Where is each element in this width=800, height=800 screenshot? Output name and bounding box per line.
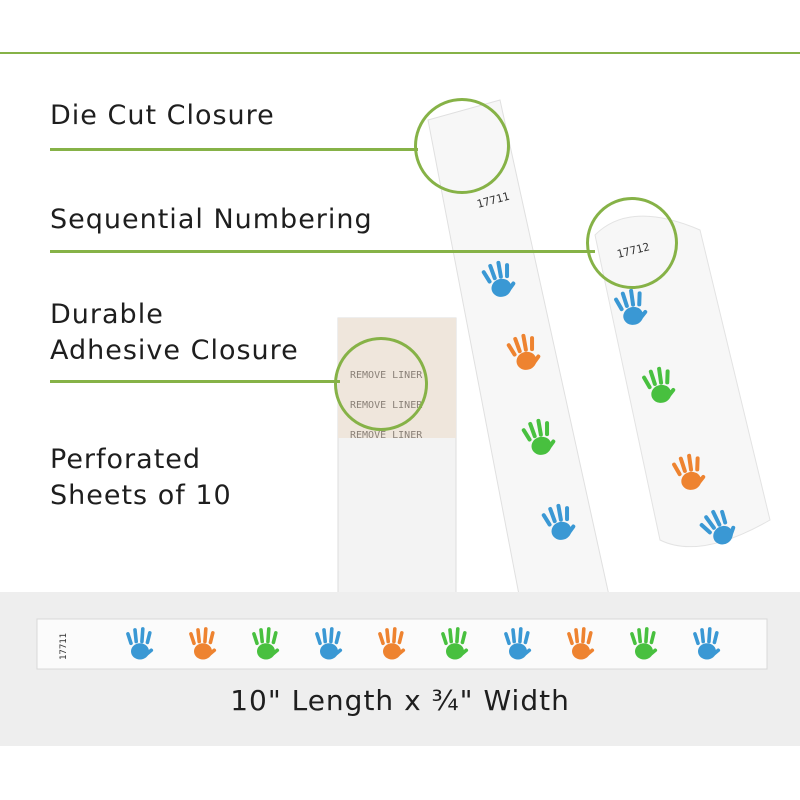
feature-adhesive-closure-label: Adhesive Closure	[50, 335, 299, 366]
die-cut-pointer-line	[50, 148, 418, 151]
dimension-panel	[0, 592, 800, 746]
feature-perforated-line2: Sheets of 10	[50, 478, 232, 514]
feature-sheets-label: Sheets of 10	[50, 480, 232, 511]
feature-die-cut-closure: Die Cut Closure	[50, 98, 275, 134]
liner-text-3: REMOVE LINER	[350, 430, 423, 441]
die-cut-callout-circle	[414, 98, 510, 194]
feature-durable-adhesive-line1: Durable	[50, 297, 164, 333]
feature-die-cut-closure-label: Die Cut Closure	[50, 100, 275, 131]
feature-durable-adhesive-line2: Adhesive Closure	[50, 333, 299, 369]
dimension-caption: 10" Length x ¾" Width	[230, 684, 570, 717]
top-divider	[0, 52, 800, 54]
adhesive-pointer-line	[50, 380, 340, 383]
adhesive-callout-circle	[334, 337, 428, 431]
feature-perforated-line1: Perforated	[50, 442, 201, 478]
sequential-pointer-line	[50, 250, 595, 253]
sequential-callout-circle	[586, 197, 678, 289]
feature-sequential-numbering: Sequential Numbering	[50, 202, 373, 238]
feature-perforated-label: Perforated	[50, 444, 202, 475]
feature-durable-label: Durable	[50, 299, 164, 330]
feature-sequential-numbering-label: Sequential Numbering	[50, 204, 373, 235]
